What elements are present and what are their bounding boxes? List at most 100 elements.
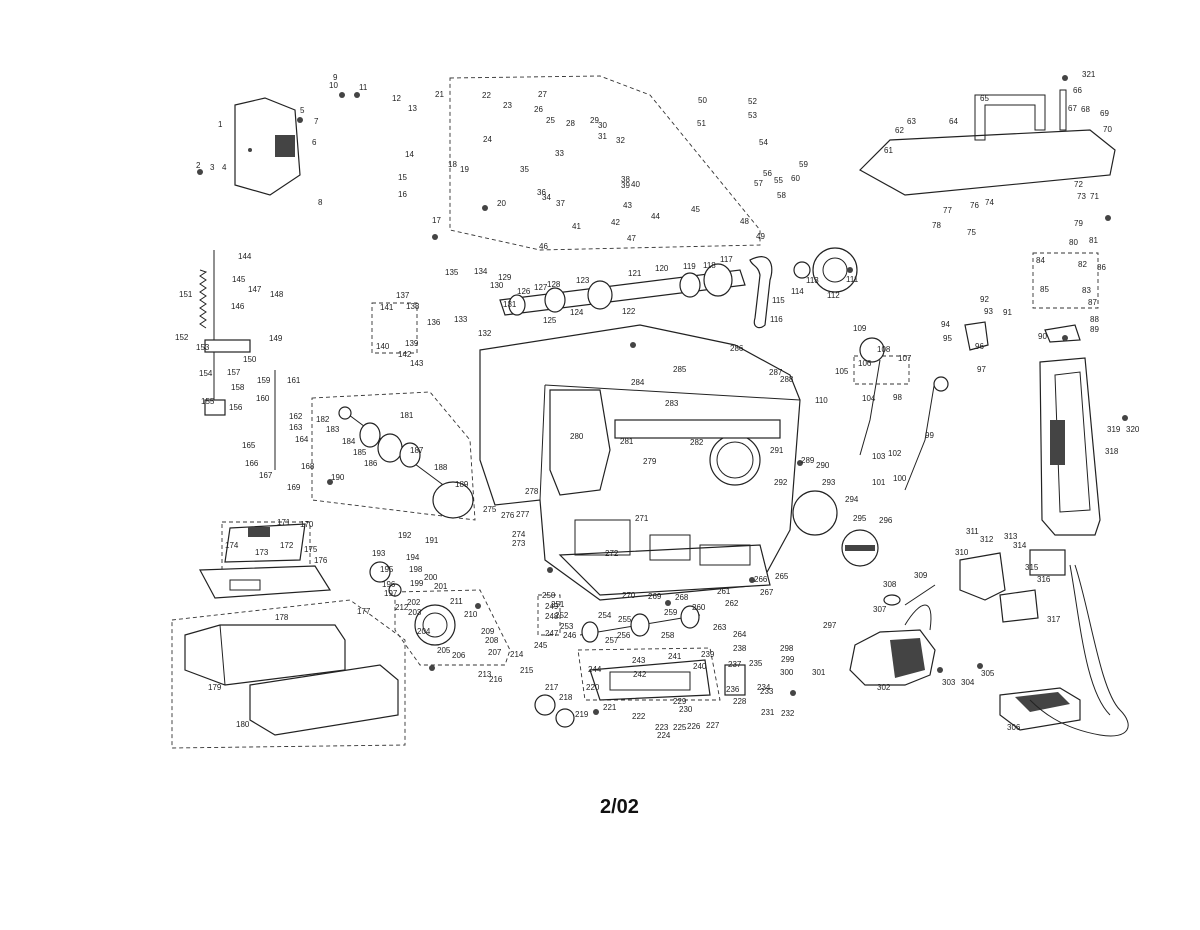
part-number-300: 300 [780,668,794,677]
part-number-194: 194 [406,553,420,562]
part-number-288: 288 [780,375,794,384]
part-number-220: 220 [586,683,600,692]
part-number-175: 175 [304,545,318,554]
part-number-225: 225 [673,723,687,732]
bobbin-winder-and-knob [792,490,879,567]
part-number-113: 113 [806,276,819,285]
part-number-115: 115 [772,296,785,305]
part-number-78: 78 [932,221,941,230]
part-number-106: 106 [858,359,872,368]
part-number-296: 296 [879,516,893,525]
part-number-305: 305 [981,669,995,678]
part-number-107: 107 [898,354,912,363]
part-number-188: 188 [434,463,448,472]
part-number-246: 246 [563,631,577,640]
feed-group-outline [577,647,721,701]
part-number-178: 178 [275,613,289,622]
face-cover [234,97,301,196]
part-number-223: 223 [655,723,669,732]
part-number-144: 144 [238,252,252,261]
part-number-226: 226 [687,722,701,731]
part-number-56: 56 [763,169,772,178]
part-number-35: 35 [520,165,529,174]
part-number-201: 201 [434,582,448,591]
part-number-155: 155 [201,397,215,406]
part-number-250: 250 [542,591,556,600]
part-number-235: 235 [749,659,763,668]
part-number-67: 67 [1068,104,1077,113]
part-number-146: 146 [231,302,245,311]
part-number-282: 282 [690,438,704,447]
part-number-217: 217 [545,683,559,692]
part-number-234: 234 [757,683,771,692]
part-number-151: 151 [179,290,193,299]
part-number-5: 5 [300,106,305,115]
part-number-260: 260 [692,603,706,612]
part-number-99: 99 [925,431,934,440]
part-number-281: 281 [620,437,634,446]
part-number-210: 210 [464,610,478,619]
part-number-206: 206 [452,651,466,660]
part-number-167: 167 [259,471,273,480]
part-number-49: 49 [756,232,765,241]
upper-shaft [499,263,746,316]
part-number-130: 130 [490,281,504,290]
part-number-9: 9 [333,73,338,82]
part-number-232: 232 [781,709,795,718]
part-number-37: 37 [556,199,565,208]
foot-controller [999,549,1129,737]
part-number-38: 38 [621,175,630,184]
part-number-222: 222 [632,712,646,721]
part-number-94: 94 [941,320,950,329]
feed-mechanism [589,659,746,701]
part-number-68: 68 [1081,105,1090,114]
part-number-55: 55 [774,176,783,185]
part-number-25: 25 [546,116,555,125]
part-number-214: 214 [510,650,524,659]
part-number-1: 1 [218,120,223,129]
part-number-293: 293 [822,478,836,487]
part-number-312: 312 [980,535,994,544]
part-number-29: 29 [590,116,599,125]
part-number-189: 189 [455,480,469,489]
part-number-177: 177 [357,607,371,616]
connector-block [959,552,1039,623]
part-number-4: 4 [222,163,227,172]
part-number-69: 69 [1100,109,1109,118]
hook-group-outline [394,589,511,666]
part-number-267: 267 [760,588,774,597]
tension-levers [859,337,949,491]
part-number-199: 199 [410,579,424,588]
part-number-10: 10 [329,81,338,90]
feed-dog-group-outline [537,594,561,636]
part-number-215: 215 [520,666,534,675]
part-number-147: 147 [248,285,262,294]
part-number-123: 123 [576,276,590,285]
part-number-273: 273 [512,539,526,548]
part-number-292: 292 [774,478,788,487]
part-number-190: 190 [331,473,345,482]
part-number-103: 103 [872,452,886,461]
part-number-181: 181 [400,411,414,420]
part-number-88: 88 [1090,315,1099,324]
part-number-143: 143 [410,359,424,368]
part-number-74: 74 [985,198,994,207]
part-number-83: 83 [1082,286,1091,295]
part-number-148: 148 [270,290,284,299]
part-number-233: 233 [760,687,774,696]
part-number-127: 127 [534,283,548,292]
part-number-245: 245 [534,641,548,650]
part-number-279: 279 [643,457,657,466]
part-number-134: 134 [474,267,488,276]
part-number-237: 237 [728,660,742,669]
part-number-289: 289 [801,456,815,465]
part-number-256: 256 [617,631,631,640]
part-number-93: 93 [984,307,993,316]
part-number-173: 173 [255,548,269,557]
part-number-185: 185 [353,448,367,457]
part-number-64: 64 [949,117,958,126]
part-number-241: 241 [668,652,682,661]
part-number-18: 18 [448,160,457,169]
part-number-129: 129 [498,273,512,282]
